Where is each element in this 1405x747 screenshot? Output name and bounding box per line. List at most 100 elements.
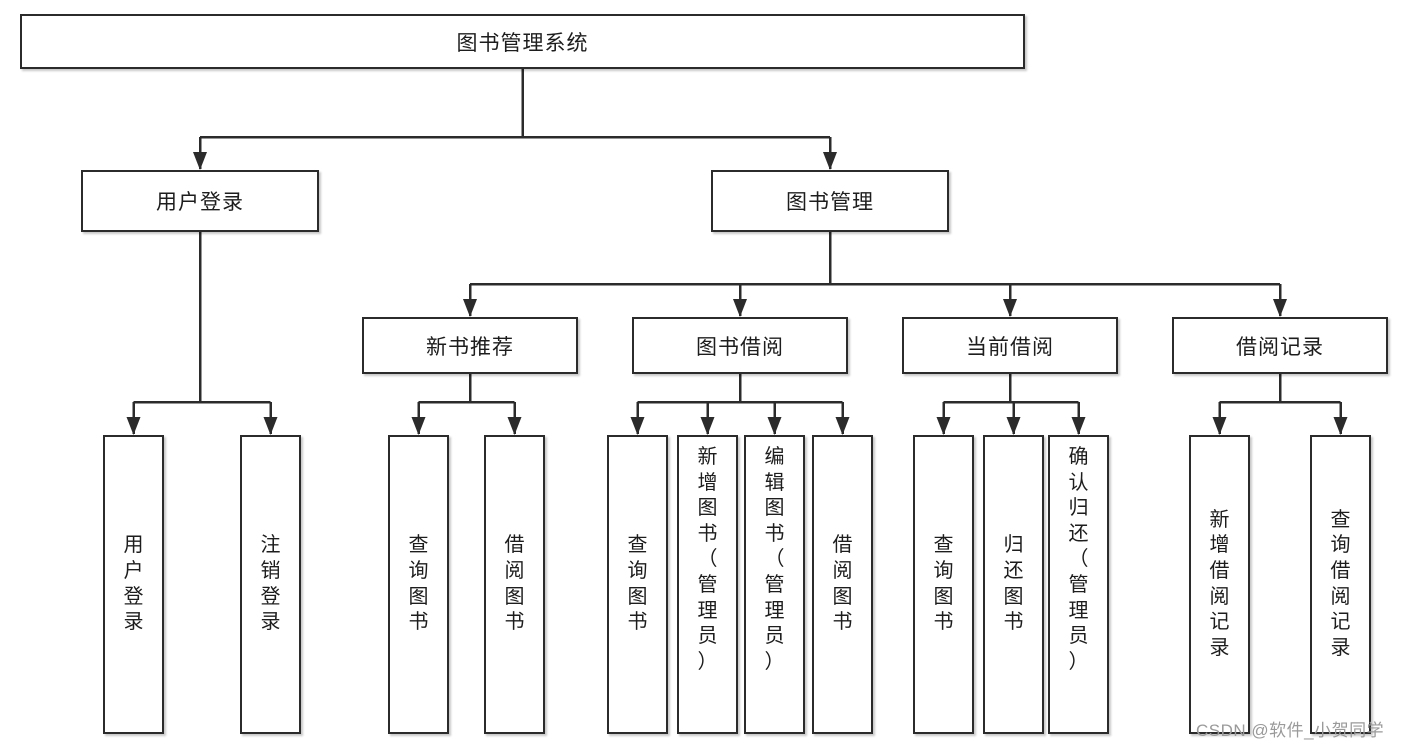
node-label: 图书管理系统 (456, 31, 589, 55)
vertical-glyph: 录 (1209, 636, 1230, 659)
vertical-glyph: 书 (832, 611, 853, 634)
node-book-management[interactable]: 图书管理 (711, 170, 949, 232)
vertical-glyph: 员 (1068, 625, 1089, 648)
node-leaf-return-book[interactable]: 归还图书 (983, 435, 1044, 734)
node-label: 当前借阅 (966, 335, 1054, 359)
vertical-glyph: 编 (764, 446, 785, 468)
vertical-glyph: 理 (697, 599, 718, 622)
node-leaf-query-book-recommendation[interactable]: 查询图书 (388, 435, 449, 734)
vertical-glyph: 注 (260, 534, 281, 557)
vertical-glyph: 员 (764, 625, 785, 648)
vertical-glyph: 还 (1003, 559, 1024, 582)
vertical-glyph: 书 (933, 611, 954, 634)
vertical-glyph: 书 (504, 611, 525, 634)
vertical-glyph: 询 (408, 559, 429, 582)
vertical-glyph: 查 (627, 534, 648, 557)
vertical-glyph: 查 (933, 534, 954, 557)
vertical-glyph: 借 (832, 534, 853, 557)
vertical-glyph: 查 (1330, 508, 1351, 531)
vertical-glyph: 书 (627, 611, 648, 634)
vertical-glyph: 录 (1330, 636, 1351, 659)
node-new-book-recommendation[interactable]: 新书推荐 (362, 317, 578, 374)
vertical-glyph: 管 (764, 573, 785, 596)
node-borrow-record[interactable]: 借阅记录 (1172, 317, 1388, 374)
node-label: 图书借阅 (696, 335, 784, 359)
vertical-glyph: 图 (764, 497, 785, 520)
vertical-glyph: 书 (697, 522, 718, 545)
vertical-glyph: 确 (1068, 446, 1089, 468)
vertical-glyph: 图 (627, 585, 648, 608)
node-leaf-borrow-book[interactable]: 借阅图书 (812, 435, 873, 734)
node-label-vertical: 用户登录 (105, 437, 162, 732)
vertical-glyph: 借 (504, 534, 525, 557)
node-current-borrow[interactable]: 当前借阅 (902, 317, 1118, 374)
node-book-borrow[interactable]: 图书借阅 (632, 317, 848, 374)
vertical-glyph: 员 (697, 625, 718, 648)
vertical-glyph: 图 (1003, 585, 1024, 608)
node-label: 图书管理 (786, 191, 874, 214)
vertical-glyph: 图 (408, 585, 429, 608)
vertical-glyph: 增 (697, 471, 718, 494)
vertical-glyph: 管 (697, 573, 718, 596)
node-leaf-add-book-admin[interactable]: 新增图书 （管理员） (677, 435, 738, 734)
node-leaf-query-book-current[interactable]: 查询图书 (913, 435, 974, 734)
node-label: 新书推荐 (426, 335, 514, 359)
node-label-vertical: 查询图书 (609, 437, 666, 732)
node-label-vertical: 借阅图书 (814, 437, 871, 732)
node-leaf-user-logout[interactable]: 注销登录 (240, 435, 301, 734)
vertical-glyph: 辑 (764, 471, 785, 494)
vertical-glyph: 录 (260, 611, 281, 634)
vertical-glyph: 新 (697, 446, 718, 468)
node-leaf-query-book-borrow[interactable]: 查询图书 (607, 435, 668, 734)
vertical-glyph: 查 (408, 534, 429, 557)
vertical-glyph: 增 (1209, 534, 1230, 557)
vertical-glyph: 书 (764, 522, 785, 545)
vertical-glyph: 借 (1209, 559, 1230, 582)
vertical-glyph: 认 (1068, 471, 1089, 494)
node-leaf-confirm-return-admin[interactable]: 确认归还（管理员） (1048, 435, 1109, 734)
vertical-glyph: 理 (764, 599, 785, 622)
vertical-glyph: 登 (260, 585, 281, 608)
vertical-glyph: 户 (123, 559, 144, 582)
vertical-glyph: 图 (697, 497, 718, 520)
vertical-glyph: 记 (1209, 611, 1230, 634)
node-label-vertical: 查询图书 (915, 437, 972, 732)
vertical-glyph: （ (697, 548, 718, 571)
vertical-glyph: 管 (1068, 573, 1089, 596)
node-label-vertical: 归还图书 (985, 437, 1042, 732)
node-label-vertical: 编辑图书（管理员） (746, 445, 803, 675)
vertical-glyph: ） (764, 650, 785, 673)
vertical-glyph: 阅 (832, 559, 853, 582)
vertical-glyph: 图 (933, 585, 954, 608)
vertical-glyph: 询 (1330, 534, 1351, 557)
vertical-glyph: 图 (504, 585, 525, 608)
node-leaf-query-borrow-record[interactable]: 查询借阅记录 (1310, 435, 1371, 734)
node-leaf-borrow-book-recommendation[interactable]: 借阅图书 (484, 435, 545, 734)
vertical-glyph: 借 (1330, 559, 1351, 582)
node-user-login[interactable]: 用户登录 (81, 170, 319, 232)
node-root-book-management-system[interactable]: 图书管理系统 (20, 14, 1025, 69)
vertical-glyph: 阅 (1209, 585, 1230, 608)
vertical-glyph: 还 (1068, 522, 1089, 545)
node-leaf-add-borrow-record[interactable]: 新增借阅记录 (1189, 435, 1250, 734)
vertical-glyph: 录 (123, 611, 144, 634)
vertical-glyph: 用 (123, 534, 144, 557)
vertical-glyph: 登 (123, 585, 144, 608)
node-leaf-edit-book-admin[interactable]: 编辑图书（管理员） (744, 435, 805, 734)
vertical-glyph: 归 (1003, 534, 1024, 557)
node-label: 借阅记录 (1236, 335, 1324, 359)
vertical-glyph: 阅 (1330, 585, 1351, 608)
node-label-vertical: 借阅图书 (486, 437, 543, 732)
node-leaf-user-login[interactable]: 用户登录 (103, 435, 164, 734)
node-label-vertical: 注销登录 (242, 437, 299, 732)
node-label-vertical: 查询借阅记录 (1312, 437, 1369, 732)
node-label-vertical: 新增图书 （管理员） (679, 445, 736, 675)
vertical-glyph: 询 (933, 559, 954, 582)
watermark-csdn: CSDN @软件_小贺同学 (1196, 721, 1385, 740)
vertical-glyph: 归 (1068, 497, 1089, 520)
vertical-glyph: ） (697, 650, 718, 673)
vertical-glyph: 书 (1003, 611, 1024, 634)
vertical-glyph: 书 (408, 611, 429, 634)
